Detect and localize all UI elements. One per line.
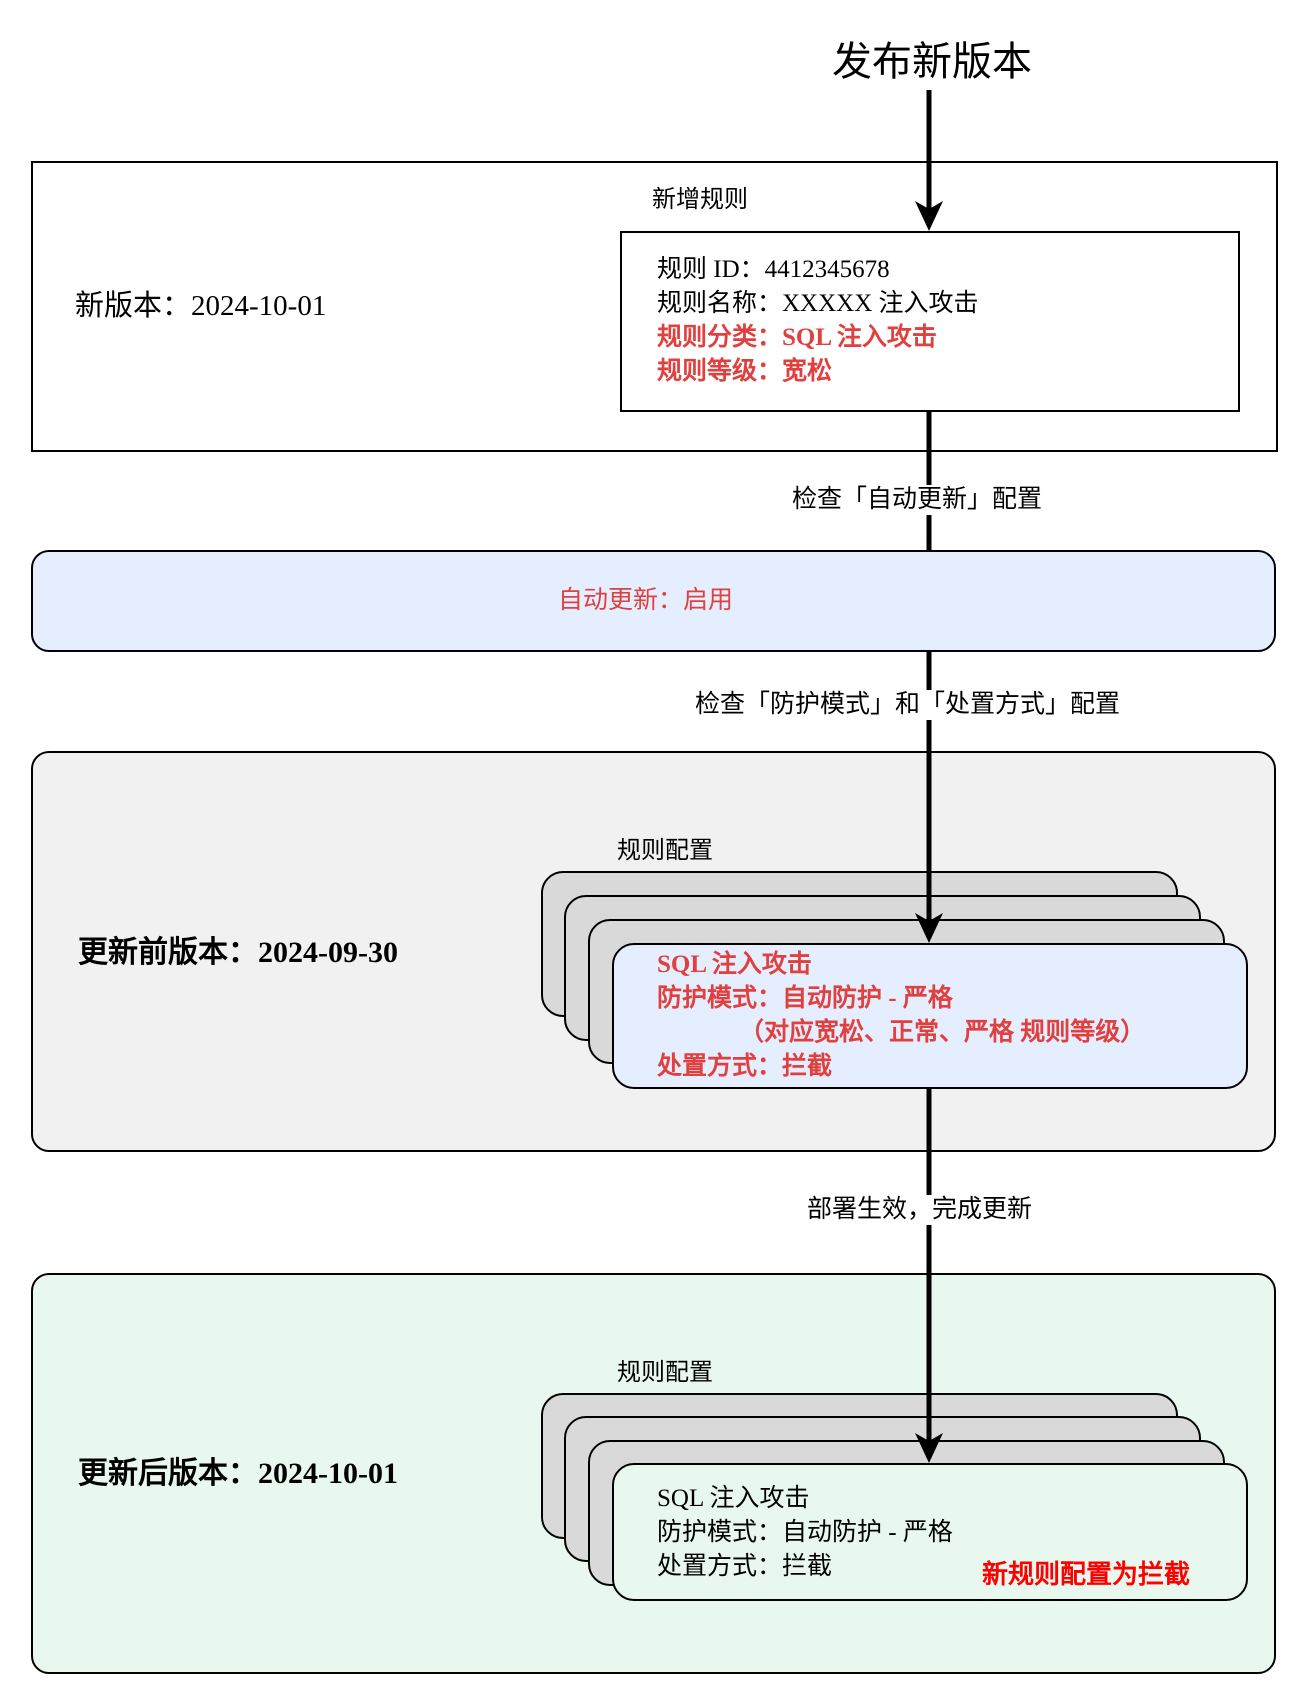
after-config-name: SQL 注入攻击: [657, 1485, 810, 1512]
arrowhead-after-icon: [915, 1433, 943, 1463]
after-config-card[interactable]: [612, 1463, 1248, 1601]
before-config-title: 规则配置: [617, 838, 713, 864]
after-config-action: 处置方式：拦截: [657, 1553, 833, 1580]
before-config-card[interactable]: [612, 943, 1248, 1089]
before-config-details: SQL 注入攻击 防护模式：自动防护 - 严格 （对应宽松、正常、严格 规则等级…: [657, 948, 1145, 1084]
after-config-note: 新规则配置为拦截: [982, 1560, 1191, 1589]
before-version-prefix: 更新前版本：: [78, 936, 258, 969]
before-config-action: 处置方式：拦截: [657, 1053, 833, 1080]
after-config-title: 规则配置: [617, 1360, 713, 1386]
rule-level-line: 规则等级：宽松: [657, 358, 833, 385]
after-version-label: 更新后版本：2024-10-01: [78, 1456, 398, 1492]
before-config-name: SQL 注入攻击: [657, 951, 812, 978]
arrowhead-release-icon: [915, 201, 943, 231]
after-version-date: 2024-10-01: [258, 1457, 398, 1490]
flow-label-deploy: 部署生效，完成更新: [803, 1195, 1037, 1225]
before-version-label: 更新前版本：2024-09-30: [78, 935, 398, 971]
flow-label-check-auto-update: 检查「自动更新」配置: [788, 485, 1047, 515]
diagram-title: 发布新版本: [832, 39, 1032, 84]
auto-update-status: 自动更新：启用: [558, 587, 734, 614]
after-config-details: SQL 注入攻击 防护模式：自动防护 - 严格 处置方式：拦截: [657, 1482, 953, 1584]
new-rule-title: 新增规则: [652, 187, 748, 213]
before-config-mode: 防护模式：自动防护 - 严格: [657, 985, 953, 1012]
new-rule-box: [620, 231, 1240, 412]
arrowhead-config-icon: [915, 913, 943, 943]
rule-name-line: 规则名称：XXXXX 注入攻击: [657, 290, 979, 317]
auto-update-box: [31, 550, 1276, 652]
after-version-prefix: 更新后版本：: [78, 1457, 258, 1490]
new-rule-details: 规则 ID：4412345678 规则名称：XXXXX 注入攻击 规则分类：SQ…: [657, 253, 979, 389]
after-config-mode: 防护模式：自动防护 - 严格: [657, 1519, 953, 1546]
new-version-label: 新版本：2024-10-01: [75, 290, 327, 322]
before-config-mode-note: （对应宽松、正常、严格 规则等级）: [739, 1019, 1146, 1046]
flow-label-check-mode: 检查「防护模式」和「处置方式」配置: [691, 690, 1125, 720]
before-version-date: 2024-09-30: [258, 936, 398, 969]
rule-category-line: 规则分类：SQL 注入攻击: [657, 324, 937, 351]
rule-id-line: 规则 ID：4412345678: [657, 256, 890, 283]
